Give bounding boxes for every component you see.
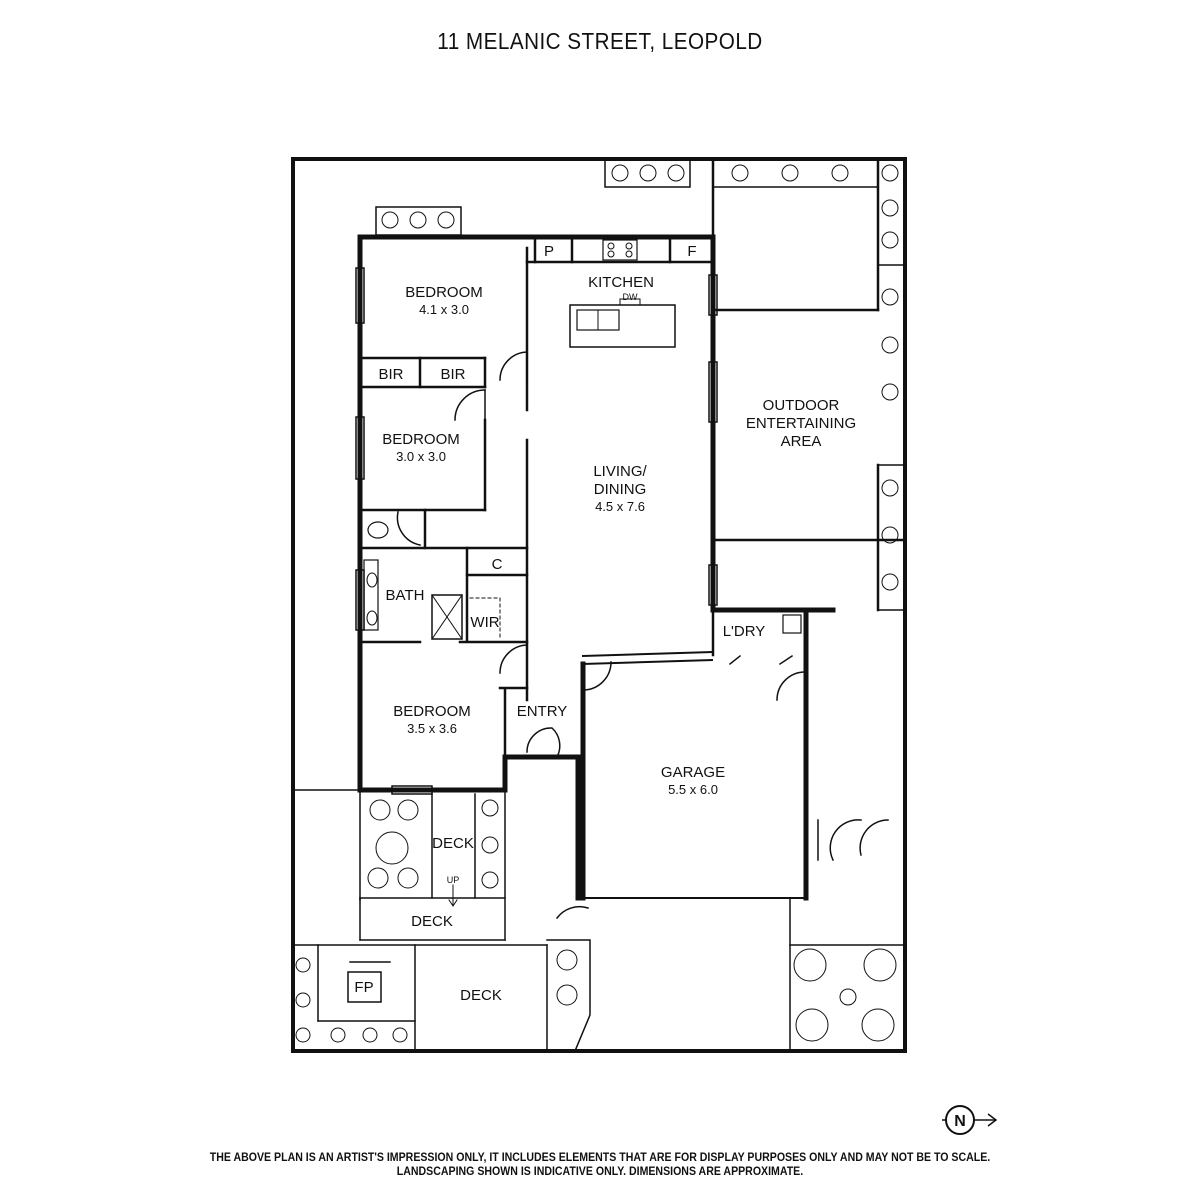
- disclaimer-line-1: THE ABOVE PLAN IS AN ARTIST'S IMPRESSION…: [209, 1152, 991, 1164]
- external-walls: [357, 234, 836, 901]
- cooktop-icon: [602, 239, 638, 261]
- garage-dims: 5.5 x 6.0: [668, 782, 718, 797]
- vanity-icon: [363, 559, 379, 631]
- doors: [396, 351, 889, 920]
- bir-2-label: BIR: [440, 366, 465, 383]
- toilet-icon: [367, 521, 389, 539]
- bedroom-2-label: BEDROOM: [382, 431, 460, 448]
- outdoor-label-line1: OUTDOOR: [763, 397, 840, 414]
- cupboard-label: C: [492, 556, 503, 573]
- disclaimer: THE ABOVE PLAN IS AN ARTIST'S IMPRESSION…: [48, 1151, 1152, 1179]
- bir-1-label: BIR: [378, 366, 403, 383]
- outdoor-label-line3: AREA: [781, 433, 822, 450]
- outdoor-label-line2: ENTERTAINING: [746, 415, 856, 432]
- dishwasher-label: DW: [623, 292, 638, 302]
- bedroom-3-label: BEDROOM: [393, 703, 471, 720]
- fireplace-label: FP: [354, 979, 373, 996]
- fridge-label: F: [687, 243, 696, 260]
- deck-1-label: DECK: [432, 835, 474, 852]
- laundry-tub-icon: [782, 614, 802, 634]
- site-boundary: [291, 157, 907, 1053]
- living-dims: 4.5 x 7.6: [595, 499, 645, 514]
- living-label-line1: LIVING/: [593, 463, 647, 480]
- deck-2-label: DECK: [411, 913, 453, 930]
- entry-label: ENTRY: [517, 703, 568, 720]
- bedroom-1-label: BEDROOM: [405, 284, 483, 301]
- north-label: N: [954, 1113, 966, 1130]
- landscape-lines: [292, 158, 906, 1052]
- plan-title: 11 MELANIC STREET, LEOPOLD: [437, 28, 763, 54]
- kitchen-label: KITCHEN: [588, 274, 654, 291]
- plant-icons: [295, 164, 899, 1043]
- living-label-line2: DINING: [594, 481, 647, 498]
- garage-label: GARAGE: [661, 764, 725, 781]
- deck-3-label: DECK: [460, 987, 502, 1004]
- bedroom-2-dims: 3.0 x 3.0: [396, 449, 446, 464]
- pantry-label: P: [544, 243, 554, 260]
- stair-up-label: UP: [447, 875, 460, 885]
- wir-label: WIR: [470, 614, 499, 631]
- laundry-label: L'DRY: [723, 623, 766, 640]
- kitchen-island: [569, 304, 676, 348]
- bedroom-1-dims: 4.1 x 3.0: [419, 302, 469, 317]
- bath-label: BATH: [386, 587, 425, 604]
- bedroom-3-dims: 3.5 x 3.6: [407, 721, 457, 736]
- disclaimer-line-2: LANDSCAPING SHOWN IS INDICATIVE ONLY. DI…: [396, 1166, 804, 1178]
- north-arrow-icon: N: [942, 1105, 998, 1135]
- shower-icon: [431, 594, 463, 640]
